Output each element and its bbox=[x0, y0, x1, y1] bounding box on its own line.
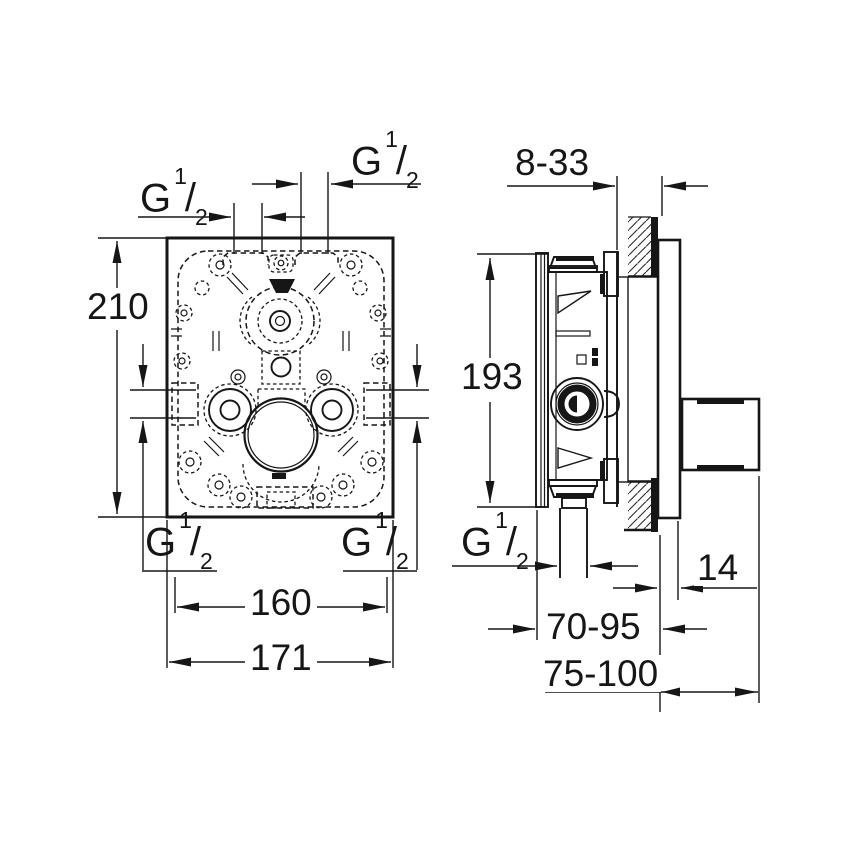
port-label-bottom-right: G1/2 bbox=[341, 507, 409, 575]
side-view bbox=[452, 176, 761, 712]
port-label-top-right: G1/2 bbox=[351, 126, 419, 194]
port-label-top-left: G1/2 bbox=[140, 163, 208, 231]
front-body-dashed bbox=[171, 250, 391, 509]
front-housing-outline bbox=[165, 236, 395, 519]
port-size-text: G bbox=[140, 176, 172, 221]
port-label-side-outlet: G1/2 bbox=[461, 507, 529, 575]
wall-section bbox=[624, 216, 658, 532]
dim-label-wall-depth: 8-33 bbox=[512, 144, 593, 181]
tile-layer-bottom bbox=[651, 478, 658, 532]
dim-label-install-depth-min: 70-95 bbox=[543, 608, 644, 645]
dim-label-side-height: 193 bbox=[458, 358, 526, 395]
wall-hatch-bottom bbox=[628, 482, 651, 530]
faceplate bbox=[656, 238, 682, 520]
front-dimension-lines bbox=[98, 172, 429, 668]
valve-body-side bbox=[535, 251, 629, 578]
dim-label-port-spacing: 160 bbox=[247, 584, 315, 621]
wall-hatch-top bbox=[628, 217, 651, 276]
tile-layer-top bbox=[651, 217, 658, 277]
dim-label-install-depth-max: 75-100 bbox=[540, 655, 662, 692]
port-label-bottom-left: G1/2 bbox=[145, 507, 213, 575]
brand-spray-mark bbox=[269, 279, 295, 293]
dim-label-front-width: 171 bbox=[247, 639, 315, 676]
knob bbox=[680, 397, 761, 472]
dim-label-front-height: 210 bbox=[84, 288, 152, 325]
dim-label-trim-thickness: 14 bbox=[694, 549, 742, 586]
front-view bbox=[98, 172, 429, 668]
